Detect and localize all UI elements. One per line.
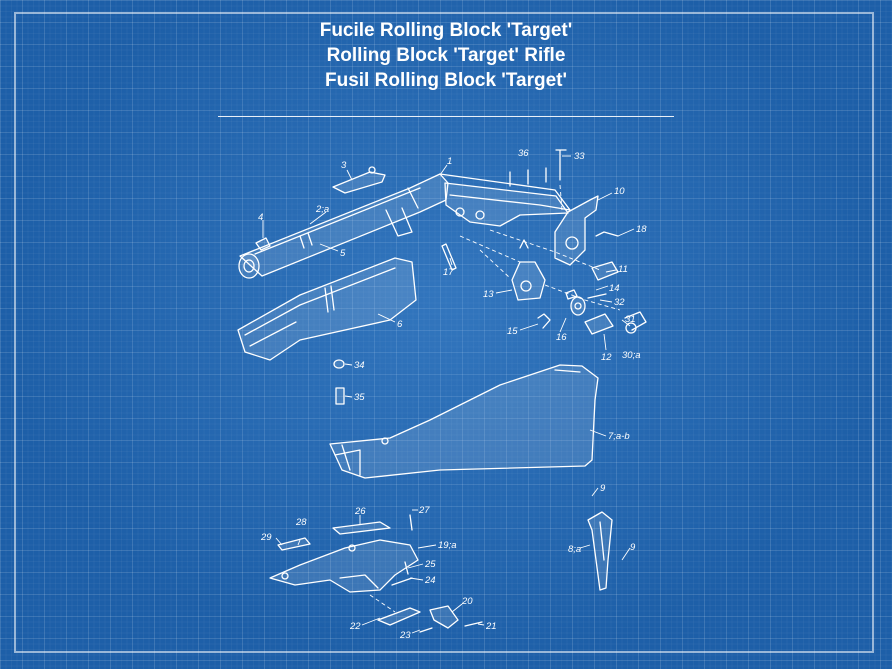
part-labels: 1 2;a 3 4 5 6 7;a-b 8;a 9 9 10 11 12 13 … [258, 148, 647, 641]
leader-lines [262, 155, 635, 634]
label-part-9-top: 9 [600, 483, 606, 494]
rear-sight [332, 166, 386, 194]
label-part-3: 3 [341, 160, 347, 171]
label-part-28: 28 [295, 517, 307, 528]
label-part-7ab: 7;a-b [608, 431, 630, 442]
label-part-30a: 30;a [622, 350, 641, 361]
label-part-27: 27 [418, 505, 430, 516]
breech-block [511, 239, 546, 301]
pins [537, 261, 619, 335]
label-part-11: 11 [618, 264, 628, 275]
barrel-receiver [238, 173, 571, 279]
hammer [554, 195, 599, 266]
small-parts-34-35 [333, 359, 345, 405]
label-part-5: 5 [340, 248, 346, 259]
label-part-26: 26 [354, 506, 366, 517]
label-part-4: 4 [258, 212, 263, 223]
label-part-15: 15 [507, 326, 518, 337]
label-part-18: 18 [636, 224, 647, 235]
label-part-12: 12 [601, 352, 612, 363]
label-part-35: 35 [354, 392, 365, 403]
lower-tang-group [269, 514, 483, 633]
label-part-36: 36 [518, 148, 529, 159]
label-part-2a: 2;a [315, 204, 329, 215]
label-part-13: 13 [483, 289, 494, 300]
label-part-14: 14 [609, 283, 620, 294]
label-part-24: 24 [424, 575, 436, 586]
butt-plate [587, 511, 613, 591]
title-english: Rolling Block 'Target' Rifle [326, 45, 566, 66]
title-rule [218, 116, 674, 117]
title-french: Fusil Rolling Block 'Target' [325, 70, 567, 91]
forend [237, 257, 417, 361]
label-part-20: 20 [461, 596, 473, 607]
label-part-9-bottom: 9 [630, 542, 636, 553]
stock [329, 364, 599, 479]
label-part-25: 25 [424, 559, 436, 570]
label-part-8a: 8;a [568, 544, 581, 555]
front-sight [255, 237, 271, 251]
label-part-1: 1 [447, 156, 452, 167]
screws [441, 149, 647, 334]
label-part-21: 21 [485, 621, 497, 632]
label-part-16: 16 [556, 332, 567, 343]
label-part-22: 22 [349, 621, 361, 632]
label-part-17: 17 [443, 267, 454, 278]
label-part-23: 23 [399, 630, 411, 641]
label-part-29: 29 [260, 532, 272, 543]
label-part-34: 34 [354, 360, 365, 371]
label-part-31: 31 [625, 314, 636, 325]
label-part-6: 6 [397, 319, 403, 330]
title-block: Fucile Rolling Block 'Target' Rolling Bl… [0, 18, 892, 93]
assembly-lines [459, 184, 621, 311]
title-italian: Fucile Rolling Block 'Target' [319, 20, 573, 41]
label-part-33: 33 [574, 151, 585, 162]
label-part-10: 10 [614, 186, 625, 197]
sheet-border [14, 12, 874, 653]
label-part-19a: 19;a [438, 540, 457, 551]
label-part-32: 32 [614, 297, 625, 308]
